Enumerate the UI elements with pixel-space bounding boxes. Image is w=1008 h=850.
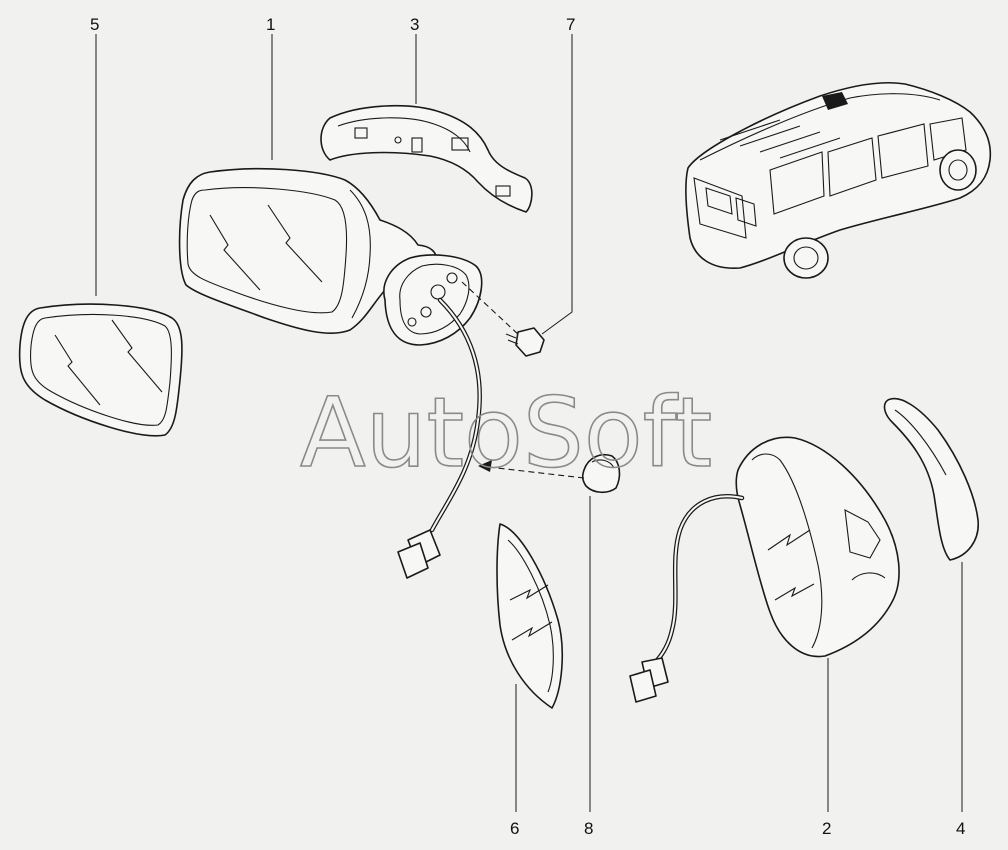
leader-lines: [95, 34, 963, 812]
vehicle-illustration: [685, 81, 992, 279]
callout-6: 6: [510, 819, 519, 838]
part-3-cover-strip: [320, 105, 533, 213]
callout-4: 4: [956, 819, 965, 838]
callout-3: 3: [410, 15, 419, 34]
callout-2: 2: [822, 819, 831, 838]
part-2-cable: [629, 494, 745, 703]
part-1-mirror-assembly: [178, 167, 483, 346]
callout-1: 1: [266, 15, 275, 34]
part-1-cable: [397, 297, 482, 579]
part-5-mirror-glass: [18, 303, 183, 437]
callout-5: 5: [90, 15, 99, 34]
part-7-screw: [461, 281, 545, 357]
callout-8: 8: [584, 819, 593, 838]
part-4-side-cap: [883, 397, 979, 561]
callout-7: 7: [566, 15, 575, 34]
leader-line-7: [541, 34, 573, 335]
part-8-connector-clip: [478, 454, 621, 494]
part-6-wedge-glass: [496, 523, 564, 709]
watermark: AutoSoft: [300, 377, 712, 489]
part-2-wing-mirror: [735, 436, 900, 658]
